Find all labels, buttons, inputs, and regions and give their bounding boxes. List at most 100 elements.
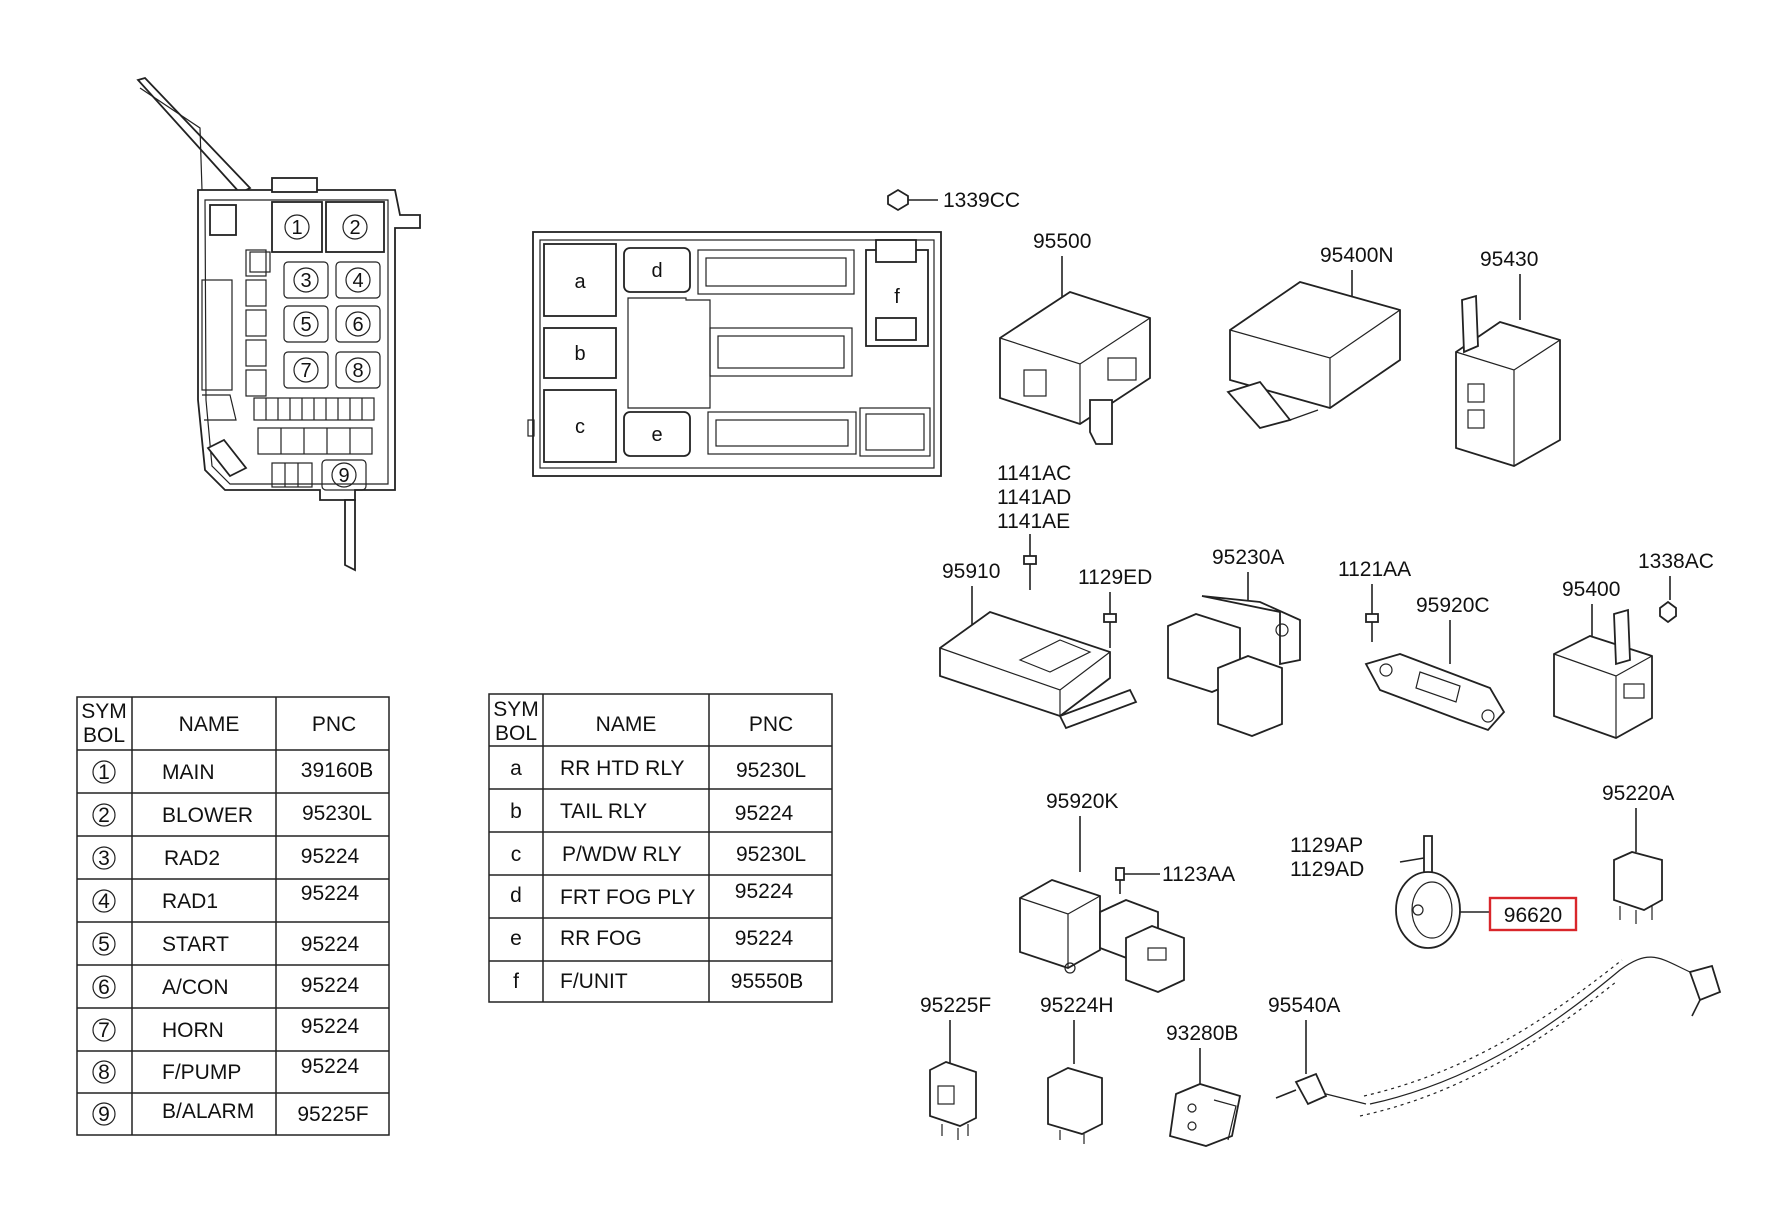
table1-pnc: 95230L [302,802,372,825]
table1-name: HORN [162,1019,224,1042]
table1-name: START [162,933,229,956]
callout-1141ae: 1141AE [997,510,1070,533]
table1-sym: 4 [98,890,110,913]
fuse-marker-9: 9 [338,465,349,487]
table1-pnc: 95225F [297,1103,368,1126]
table1-sym: 9 [98,1103,110,1126]
table1-sym: 7 [98,1019,110,1042]
table1-pnc: 95224 [301,1015,360,1038]
bolt-1141: 1141AC 1141AD 1141AE [997,462,1071,590]
table1-header-pnc: PNC [312,713,356,736]
callout-95500: 95500 [1033,230,1091,253]
table2-pnc: 95230L [736,759,806,782]
highlight-box-96620 [1488,896,1578,932]
bolt-1121aa: 1121AA [1338,558,1411,642]
table1-header-name: NAME [179,713,240,736]
fuse-marker-2: 2 [349,217,360,239]
table1-name: A/CON [162,976,229,999]
table2-name: FRT FOG PLY [560,886,695,909]
table2-header-sym-2: BOL [495,722,537,745]
table1-pnc: 95224 [301,933,360,956]
relay-95430: 95430 [1455,248,1561,467]
table2-sym: c [511,843,522,866]
table2-name: RR HTD RLY [560,757,684,780]
table2-sym: d [510,884,522,907]
table2-sym: f [513,970,519,993]
callout-95230a: 95230A [1212,546,1284,569]
module-95910: 95910 [939,560,1138,730]
callout-95540a: 95540A [1268,994,1340,1017]
junction-box-table: SYM BOL NAME PNC a RR HTD RLY 95230L b T… [488,693,833,1003]
callout-1129ed: 1129ED [1078,566,1152,589]
callout-95400: 95400 [1562,578,1620,601]
table2-name: F/UNIT [560,970,628,993]
relay-95225f: 95225F [920,994,991,1140]
relay-95224h: 95224H [1040,994,1114,1144]
table1-name: RAD2 [164,847,220,870]
table2-name: P/WDW RLY [562,843,682,866]
table2-pnc: 95550B [731,970,803,993]
relay-pack-95920k: 95920K [1019,790,1185,993]
module-95500: 95500 [999,230,1151,445]
horn-96620: 1129AP 1129AD 96620 [1290,834,1578,949]
callout-1338ac: 1338AC [1638,550,1714,573]
switch-93280b: 93280B [1166,1022,1242,1147]
table1-name: F/PUMP [162,1061,241,1084]
callout-1339cc: 1339CC [943,189,1020,212]
fuse-box-table: SYM BOL NAME PNC 1 MAIN 39160B 2 BLOWER … [76,696,390,1136]
jbox-letter-b: b [574,343,585,365]
callout-95224h: 95224H [1040,994,1114,1017]
jbox-letter-c: c [575,416,585,438]
table2-sym: e [510,927,522,950]
callout-1121aa: 1121AA [1338,558,1411,581]
fuse-marker-3: 3 [300,270,311,292]
fuse-marker-7: 7 [300,360,311,382]
table2-name: TAIL RLY [560,800,647,823]
table1-header-sym-1: SYM [81,700,127,723]
bolt-1129ed: 1129ED [1078,566,1152,648]
callout-1123aa: 1123AA [1162,863,1235,886]
table2-pnc: 95224 [735,802,794,825]
callout-95920k: 95920K [1046,790,1118,813]
callout-95910: 95910 [942,560,1000,583]
relay-95230a: 95230A [1167,546,1301,737]
table2-name: RR FOG [560,927,642,950]
callout-95400n: 95400N [1320,244,1394,267]
callout-93280b: 93280B [1166,1022,1238,1045]
table1-sym: 6 [98,976,110,999]
fuse-marker-4: 4 [352,270,363,292]
nut-1339cc: 1339CC [887,188,1020,212]
callout-95225f: 95225F [920,994,991,1017]
jbox-letter-f: f [894,286,900,308]
sensor-95920c: 95920C [1364,594,1506,732]
table1-pnc: 95224 [301,845,360,868]
jbox-letter-a: a [574,271,586,293]
jbox-letter-e: e [651,424,662,446]
bolt-1123aa: 1123AA [1115,863,1235,894]
table1-sym: 8 [98,1061,110,1084]
table2-header-name: NAME [596,713,657,736]
fuse-marker-5: 5 [300,314,311,336]
table2-header-pnc: PNC [749,713,793,736]
fuse-marker-8: 8 [352,360,363,382]
callout-1141ac: 1141AC [997,462,1071,485]
jbox-letter-d: d [651,260,662,282]
table1-name: MAIN [162,761,215,784]
nut-1338ac: 1338AC [1638,550,1714,624]
table2-pnc: 95224 [735,927,794,950]
callout-1141ad: 1141AD [997,486,1071,509]
table2-sym: b [510,800,522,823]
table2-pnc: 95224 [735,880,794,903]
table2-sym: a [510,757,522,780]
table1-sym: 3 [98,847,110,870]
table2-pnc: 95230L [736,843,806,866]
table1-pnc: 95224 [301,1055,360,1078]
fuse-marker-6: 6 [352,314,363,336]
table1-header-sym-2: BOL [83,724,125,747]
callout-95430: 95430 [1480,248,1538,271]
table1-pnc: 95224 [301,882,360,905]
fuse-box-markers: 1 2 3 4 5 6 7 8 9 [284,214,371,488]
module-95400: 95400 [1553,578,1653,739]
callout-95220a: 95220A [1602,782,1674,805]
